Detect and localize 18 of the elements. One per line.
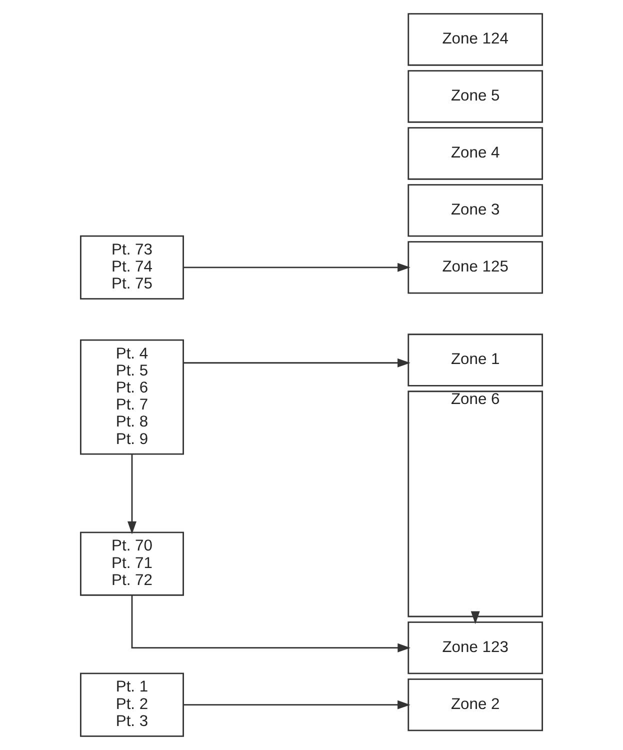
node-box: Zone 1	[408, 334, 544, 386]
arrow	[183, 262, 410, 272]
node-box: Pt. 73 Pt. 74 Pt. 75	[80, 235, 184, 300]
arrow	[131, 596, 410, 652]
node-box: Zone 3	[408, 184, 544, 237]
node-box: Zone 4	[408, 127, 544, 180]
arrow	[470, 611, 480, 624]
node-box: Zone 2	[408, 678, 544, 732]
node-box: Pt. 1 Pt. 2 Pt. 3	[80, 672, 184, 737]
node-box: Zone 123	[408, 621, 544, 674]
node-box: Zone 125	[408, 241, 544, 294]
arrow	[183, 358, 410, 368]
node-box: Pt. 4 Pt. 5 Pt. 6 Pt. 7 Pt. 8 Pt. 9	[80, 339, 184, 455]
node-box: Zone 5	[408, 70, 544, 123]
node-box: Zone 124	[408, 13, 544, 66]
arrow	[128, 454, 136, 534]
node-box: Pt. 70 Pt. 71 Pt. 72	[80, 532, 184, 596]
arrow	[183, 700, 410, 710]
